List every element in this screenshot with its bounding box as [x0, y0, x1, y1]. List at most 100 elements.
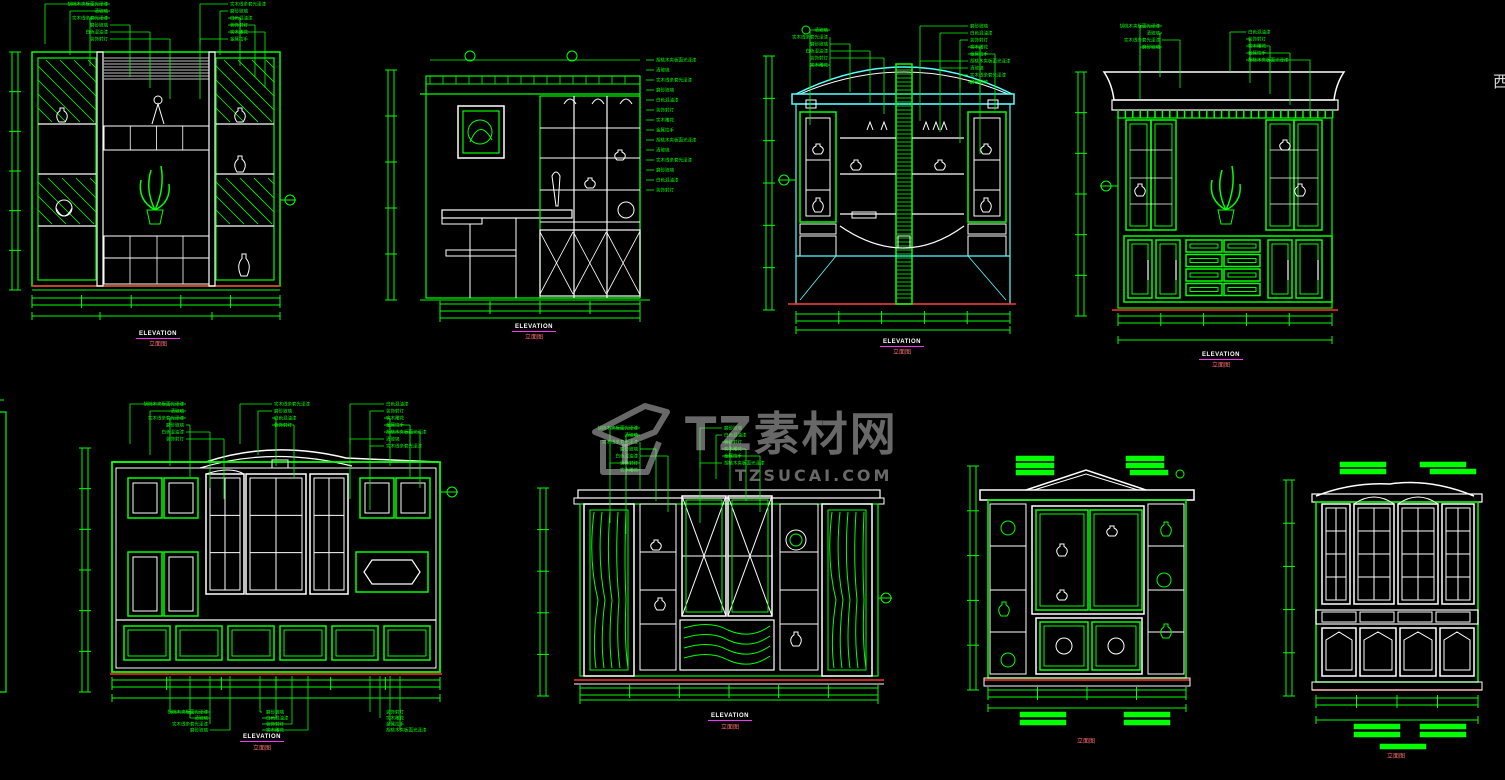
svg-text:实木雕花: 实木雕花	[620, 467, 638, 474]
title-underline-5	[240, 741, 284, 742]
elevation-title-1: ELEVATION	[139, 331, 177, 337]
svg-text:装饰射灯: 装饰射灯	[656, 187, 674, 194]
svg-text:胡桃木夹板面光泽漆: 胡桃木夹板面光泽漆	[598, 425, 639, 432]
svg-text:白色混油漆: 白色混油漆	[162, 429, 185, 436]
partial-edge-elements	[0, 399, 7, 693]
svg-text:磨砂玻璃: 磨砂玻璃	[970, 23, 988, 30]
elevation-title-4: ELEVATION	[1202, 352, 1240, 358]
svg-text:磨砂玻璃: 磨砂玻璃	[724, 425, 742, 432]
svg-text:清玻璃: 清玻璃	[171, 408, 185, 415]
elevation-subtitle-8: 立面图	[1386, 753, 1405, 760]
title-underline-1	[136, 338, 180, 339]
svg-text:磨砂玻璃: 磨砂玻璃	[166, 422, 184, 429]
svg-text:装饰射灯: 装饰射灯	[810, 55, 828, 62]
svg-text:金属拉手: 金属拉手	[1248, 50, 1266, 57]
svg-text:磨砂玻璃: 磨砂玻璃	[274, 408, 292, 415]
svg-text:装饰射灯: 装饰射灯	[656, 107, 674, 114]
svg-text:胡桃木夹板面光泽漆: 胡桃木夹板面光泽漆	[168, 709, 209, 716]
svg-text:实木雕花: 实木雕花	[1248, 43, 1266, 50]
elevation-5: 胡桃木夹板面光泽漆清玻璃实木线条套光泽漆磨砂玻璃白色混油漆装饰射灯实木线条套光泽…	[79, 401, 458, 734]
svg-text:磨砂玻璃: 磨砂玻璃	[90, 22, 108, 29]
svg-text:胡桃木夹板面光泽漆: 胡桃木夹板面光泽漆	[970, 58, 1011, 65]
edge-glyph: 西	[1493, 72, 1505, 91]
svg-text:白色混油漆: 白色混油漆	[1248, 29, 1271, 36]
svg-text:实木雕花: 实木雕花	[386, 415, 404, 422]
svg-text:磨砂玻璃: 磨砂玻璃	[970, 79, 988, 86]
svg-text:装饰射灯: 装饰射灯	[620, 460, 638, 467]
elevation-title-6: ELEVATION	[711, 713, 749, 719]
svg-text:白色混油漆: 白色混油漆	[616, 453, 639, 460]
svg-text:磨砂玻璃: 磨砂玻璃	[810, 41, 828, 48]
svg-text:胡桃木夹板面光泽漆: 胡桃木夹板面光泽漆	[1120, 23, 1161, 30]
svg-text:白色混油漆: 白色混油漆	[386, 401, 409, 408]
svg-text:金属拉手: 金属拉手	[656, 127, 674, 134]
svg-text:磨砂玻璃: 磨砂玻璃	[620, 446, 638, 453]
svg-text:白色混油漆: 白色混油漆	[656, 177, 679, 184]
elevation-8	[1283, 461, 1483, 750]
elevation-2: 胡桃木夹板面光泽漆清玻璃实木线条套光泽漆磨砂玻璃白色混油漆装饰射灯实木雕花金属拉…	[385, 50, 697, 322]
svg-text:金属拉手: 金属拉手	[386, 721, 404, 728]
svg-text:胡桃木夹板面光泽漆: 胡桃木夹板面光泽漆	[68, 1, 109, 8]
svg-text:实木线条套光泽漆: 实木线条套光泽漆	[172, 721, 208, 728]
elevation-title-3: ELEVATION	[883, 339, 921, 345]
elevation-3: 清玻璃实木线条套光泽漆磨砂玻璃白色混油漆装饰射灯实木雕花磨砂玻璃白色混油漆装饰射…	[763, 23, 1016, 334]
svg-text:白色混油漆: 白色混油漆	[86, 29, 109, 36]
elevation-title-2: ELEVATION	[515, 324, 553, 330]
svg-text:装饰射灯: 装饰射灯	[1248, 36, 1266, 43]
svg-text:白色混油漆: 白色混油漆	[266, 715, 289, 722]
svg-text:装饰射灯: 装饰射灯	[386, 408, 404, 415]
svg-text:磨砂玻璃: 磨砂玻璃	[190, 727, 208, 734]
svg-text:装饰射灯: 装饰射灯	[266, 721, 284, 728]
svg-text:装饰射灯: 装饰射灯	[230, 22, 248, 29]
elevation-subtitle-7: 立面图	[1076, 738, 1095, 745]
svg-text:磨砂玻璃: 磨砂玻璃	[230, 8, 248, 15]
elevation-subtitle-6: 立面图	[720, 724, 739, 731]
svg-text:白色混油漆: 白色混油漆	[656, 97, 679, 104]
svg-text:实木雕花: 实木雕花	[970, 44, 988, 51]
svg-text:胡桃木夹板面光泽漆: 胡桃木夹板面光泽漆	[386, 429, 427, 436]
svg-text:清玻璃: 清玻璃	[95, 8, 109, 15]
svg-text:装饰射灯: 装饰射灯	[166, 436, 184, 443]
svg-text:装饰射灯: 装饰射灯	[386, 709, 404, 716]
svg-text:实木雕花: 实木雕花	[656, 117, 674, 124]
svg-text:胡桃木夹板面光泽漆: 胡桃木夹板面光泽漆	[1248, 57, 1289, 64]
elevation-6: 胡桃木夹板面光泽漆清玻璃实木线条套光泽漆磨砂玻璃白色混油漆装饰射灯实木雕花磨砂玻…	[537, 425, 892, 704]
svg-text:白色混油漆: 白色混油漆	[274, 415, 297, 422]
svg-text:白色混油漆: 白色混油漆	[230, 15, 253, 22]
svg-text:清玻璃: 清玻璃	[656, 147, 670, 154]
svg-text:胡桃木夹板面光泽漆: 胡桃木夹板面光泽漆	[144, 401, 185, 408]
svg-text:胡桃木夹板面光泽漆: 胡桃木夹板面光泽漆	[656, 137, 697, 144]
elevation-1: 胡桃木夹板面光泽漆清玻璃实木线条套光泽漆磨砂玻璃白色混油漆装饰射灯实木线条套光泽…	[9, 1, 296, 320]
svg-text:胡桃木夹板面光泽漆: 胡桃木夹板面光泽漆	[386, 727, 427, 734]
title-underline-4	[1199, 359, 1243, 360]
svg-text:胡桃木夹板面光泽漆: 胡桃木夹板面光泽漆	[724, 460, 765, 467]
svg-text:实木线条套光泽漆: 实木线条套光泽漆	[656, 77, 692, 84]
svg-text:白色混油漆: 白色混油漆	[970, 30, 993, 37]
svg-text:胡桃木夹板面光泽漆: 胡桃木夹板面光泽漆	[656, 57, 697, 64]
svg-text:清玻璃: 清玻璃	[1147, 30, 1161, 37]
svg-text:清玻璃: 清玻璃	[815, 27, 829, 34]
svg-text:金属拉手: 金属拉手	[970, 51, 988, 58]
elevation-4: 胡桃木夹板面光泽漆清玻璃实木线条套光泽漆磨砂玻璃白色混油漆装饰射灯实木雕花金属拉…	[1075, 23, 1346, 344]
svg-text:清玻璃: 清玻璃	[195, 715, 209, 722]
svg-text:实木雕花: 实木雕花	[810, 62, 828, 69]
elevation-subtitle-3: 立面图	[892, 349, 911, 356]
title-underline-2	[512, 331, 556, 332]
svg-text:实木雕花: 实木雕花	[386, 715, 404, 722]
svg-text:实木线条套光泽漆: 实木线条套光泽漆	[230, 1, 266, 8]
svg-text:白色混油漆: 白色混油漆	[724, 432, 747, 439]
svg-text:实木线条套光泽漆: 实木线条套光泽漆	[792, 34, 828, 41]
svg-text:金属拉手: 金属拉手	[230, 36, 248, 43]
title-underline-3	[880, 346, 924, 347]
svg-text:实木线条套光泽漆: 实木线条套光泽漆	[656, 157, 692, 164]
svg-text:装饰射灯: 装饰射灯	[274, 422, 292, 429]
svg-text:清玻璃: 清玻璃	[386, 436, 400, 443]
elevation-subtitle-2: 立面图	[524, 334, 543, 341]
svg-text:金属拉手: 金属拉手	[724, 453, 742, 460]
elevation-subtitle-1: 立面图	[148, 341, 167, 348]
elevation-subtitle-5: 立面图	[252, 745, 271, 752]
svg-text:实木线条套光泽漆: 实木线条套光泽漆	[148, 415, 184, 422]
elevation-title-5: ELEVATION	[243, 734, 281, 740]
svg-text:装饰射灯: 装饰射灯	[724, 439, 742, 446]
